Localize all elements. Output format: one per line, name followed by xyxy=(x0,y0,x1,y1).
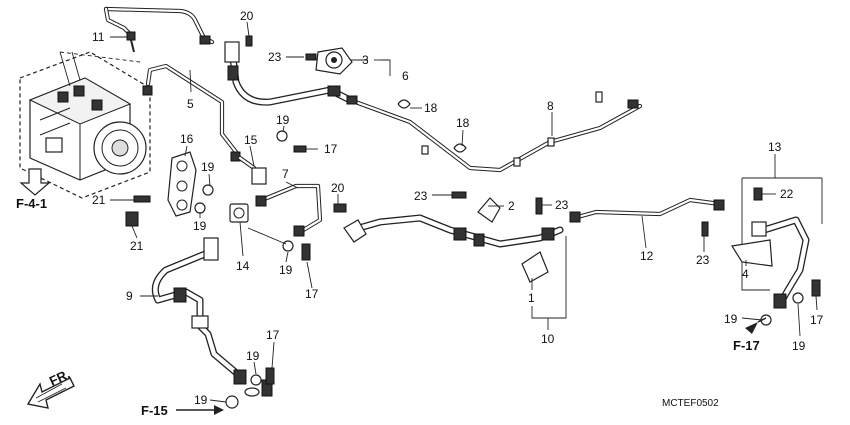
washer-19h xyxy=(225,395,239,409)
brake-pipe-7 xyxy=(255,183,323,237)
label-17d: 17 xyxy=(266,328,280,342)
bracket-1 xyxy=(521,251,549,283)
washer-19g xyxy=(250,374,262,386)
diagram-code: MCTEF0502 xyxy=(662,398,719,409)
brake-pipe-11 xyxy=(103,6,215,53)
label-22: 22 xyxy=(780,187,794,201)
brake-hose-10 xyxy=(343,214,564,248)
ref-arrow-f17 xyxy=(745,317,767,334)
label-12: 12 xyxy=(640,249,654,263)
label-19f: 19 xyxy=(246,349,260,363)
ref-arrow-f41 xyxy=(19,168,51,196)
bolt-21a xyxy=(133,195,151,203)
bolt-23b xyxy=(451,191,467,199)
clamp-18a xyxy=(397,99,411,109)
front-direction-arrow-icon xyxy=(26,377,75,409)
label-19g: 19 xyxy=(792,339,806,353)
brake-pipe-15 xyxy=(237,155,267,185)
brake-pipe-12 xyxy=(569,197,725,223)
label-17c: 17 xyxy=(810,313,824,327)
brake-joint-14 xyxy=(229,203,249,223)
label-19c: 19 xyxy=(193,219,207,233)
bolt-22 xyxy=(753,187,763,201)
label-8: 8 xyxy=(547,99,554,113)
leader-lines xyxy=(110,21,818,403)
label-17b: 17 xyxy=(305,287,319,301)
label-4: 4 xyxy=(742,267,749,281)
label-7: 7 xyxy=(282,167,289,181)
label-19b: 19 xyxy=(201,160,215,174)
label-23c: 23 xyxy=(555,198,569,212)
label-19h: 19 xyxy=(194,393,208,407)
bolt-23c xyxy=(535,197,543,215)
label-23b: 23 xyxy=(414,189,428,203)
label-21b: 21 xyxy=(130,239,144,253)
ref-label-f17: F-17 xyxy=(733,338,760,353)
label-18b: 18 xyxy=(456,116,470,130)
brake-joint-16 xyxy=(167,151,197,217)
washer-19d xyxy=(282,240,294,252)
washer-19a xyxy=(276,130,288,142)
brake-hose-9 xyxy=(151,237,247,385)
reference-labels: F-4-1 F-17 F-15 xyxy=(16,196,760,418)
brake-hose-6 xyxy=(224,41,354,106)
brake-joint-3 xyxy=(315,47,353,75)
label-20a: 20 xyxy=(240,9,254,23)
label-21a: 21 xyxy=(92,193,106,207)
label-6: 6 xyxy=(402,69,409,83)
label-19e: 19 xyxy=(724,312,738,326)
label-2: 2 xyxy=(508,199,515,213)
label-13: 13 xyxy=(768,140,782,154)
brake-pipe-8 xyxy=(346,91,643,173)
brake-hose-13-assembly xyxy=(731,177,823,309)
label-23d: 23 xyxy=(696,253,710,267)
ref-arrow-f15 xyxy=(176,405,224,415)
label-18a: 18 xyxy=(424,101,438,115)
clamp-18b xyxy=(453,143,467,153)
washer-19c xyxy=(194,202,206,214)
washer-19e xyxy=(792,292,804,304)
label-15: 15 xyxy=(244,133,258,147)
brake-pipe-5 xyxy=(142,63,241,162)
label-11: 11 xyxy=(92,30,105,44)
bracket-2 xyxy=(477,197,501,223)
label-3: 3 xyxy=(362,53,369,67)
label-19d: 19 xyxy=(279,263,293,277)
label-20b: 20 xyxy=(331,181,345,195)
bolt-21b xyxy=(125,211,139,227)
label-23a: 23 xyxy=(268,50,282,64)
label-5: 5 xyxy=(187,97,194,111)
label-9: 9 xyxy=(126,289,133,303)
bolt-20a xyxy=(245,35,253,47)
bolt-17d xyxy=(265,367,275,385)
ref-label-f15: F-15 xyxy=(141,403,168,418)
bolt-23a xyxy=(305,53,317,61)
label-16: 16 xyxy=(180,132,194,146)
bolt-17c xyxy=(811,279,821,297)
label-10: 10 xyxy=(541,332,555,346)
label-17a: 17 xyxy=(324,142,338,156)
washer-19b xyxy=(202,184,214,196)
bolt-23d xyxy=(701,221,709,237)
abs-modulator xyxy=(19,51,151,199)
label-19a: 19 xyxy=(276,113,290,127)
bolt-20b xyxy=(333,203,347,213)
bolt-17a xyxy=(293,145,307,153)
part-number-labels: 20 11 23 3 6 5 18 8 18 19 16 15 17 19 7 … xyxy=(92,9,824,407)
bolt-17b xyxy=(301,243,311,261)
ref-label-f41: F-4-1 xyxy=(16,196,47,211)
label-14: 14 xyxy=(236,259,250,273)
label-1: 1 xyxy=(528,291,535,305)
